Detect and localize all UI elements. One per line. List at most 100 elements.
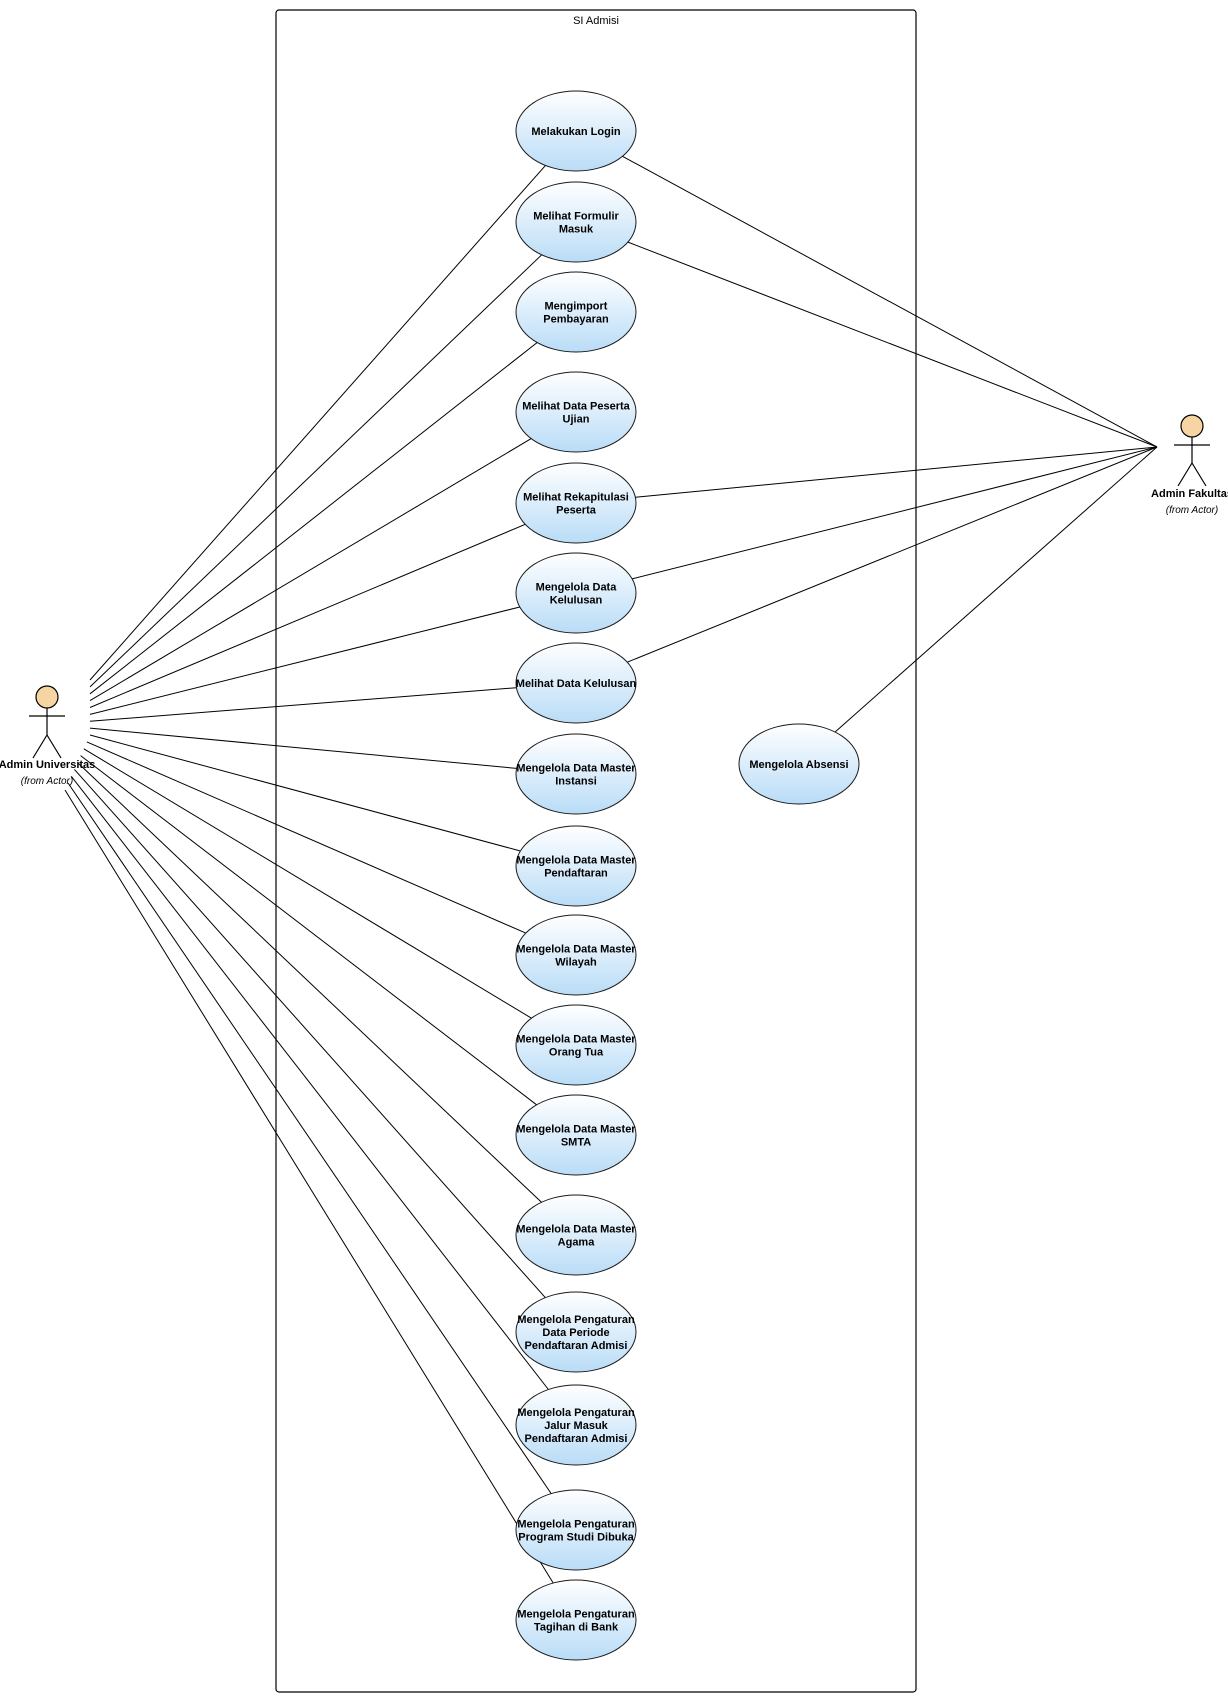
association-lines (64, 155, 1158, 1584)
association-universitas-uc-formulir (89, 254, 543, 688)
use-case-label: Program Studi Dibuka (518, 1532, 634, 1544)
use-case-ellipse (515, 90, 637, 172)
use-case-ellipse (515, 825, 637, 907)
use-case-label: Mengelola Data Master (516, 944, 636, 956)
association-fakultas-uc-login (622, 155, 1158, 448)
association-universitas-uc-rekap (89, 523, 526, 708)
actor-admin-universitas[interactable]: Admin Universitas (from Actor) (0, 685, 95, 787)
use-case-ellipse (515, 1489, 637, 1571)
use-case-label: Mengelola Data Master (516, 763, 636, 775)
use-case-ellipse (515, 1579, 637, 1661)
actor-left-leg (32, 734, 48, 759)
association-universitas-uc-pendaftaran (89, 734, 521, 852)
association-universitas-uc-smta (80, 755, 537, 1106)
association-fakultas-uc-lihat-lulus (627, 446, 1158, 663)
use-case-label: Kelulusan (550, 595, 603, 607)
use-case-label: Instansi (555, 776, 597, 788)
association-universitas-uc-kelola-lulus (89, 606, 520, 715)
association-universitas-uc-wilayah (86, 741, 526, 934)
use-case-absensi[interactable]: Mengelola Absensi (738, 723, 860, 805)
use-case-label: Melihat Data Kelulusan (516, 678, 637, 690)
use-case-ellipse (515, 1384, 637, 1466)
use-case-label: Pendaftaran Admisi (525, 1340, 628, 1352)
use-case-label: Agama (558, 1237, 596, 1249)
use-case-label: Pembayaran (543, 314, 609, 326)
use-case-label: Tagihan di Bank (534, 1622, 619, 1634)
use-case-ellipse (515, 1194, 637, 1276)
association-universitas-uc-import (89, 342, 538, 695)
association-universitas-uc-agama (77, 762, 542, 1203)
use-case-label: SMTA (561, 1137, 591, 1149)
use-case-ellipse (515, 181, 637, 263)
use-case-ellipse (738, 723, 860, 805)
association-universitas-uc-periode (74, 769, 546, 1298)
use-case-label: Peserta (556, 505, 597, 517)
use-case-label: Mengelola Pengaturan (517, 1519, 635, 1531)
actor-head-icon (1180, 414, 1204, 438)
use-case-label: Mengelola Pengaturan (517, 1314, 635, 1326)
actor-right-leg (1191, 462, 1207, 487)
association-universitas-uc-peserta (89, 438, 532, 702)
actor-right-leg (46, 734, 62, 759)
actor-admin-fakultas[interactable]: Admin Fakultas (from Actor) (1151, 414, 1228, 516)
use-case-label: Mengelola Data Master (516, 855, 636, 867)
use-case-label: Jalur Masuk (544, 1420, 608, 1432)
use-case-ellipse (515, 1291, 637, 1373)
use-case-label: Melihat Rekapitulasi (523, 492, 629, 504)
use-case-ellipse (515, 1094, 637, 1176)
use-case-label: Melihat Formulir (533, 211, 619, 223)
actor-left-leg (1177, 462, 1193, 487)
association-universitas-uc-prodi (67, 782, 552, 1494)
association-fakultas-uc-absensi (834, 446, 1158, 733)
use-case-label: Melakukan Login (531, 126, 621, 138)
association-universitas-uc-jalur (70, 775, 549, 1390)
use-case-label: Orang Tua (549, 1047, 604, 1059)
use-case-label: Mengelola Data Master (516, 1124, 636, 1136)
use-case-label: Mengelola Pengaturan (517, 1407, 635, 1419)
use-case-ellipse (515, 271, 637, 353)
association-fakultas-uc-kelola-lulus (631, 446, 1158, 580)
association-universitas-uc-instansi (89, 727, 517, 769)
actor-name: Admin Universitas (0, 759, 95, 771)
use-case-ellipse (515, 1004, 637, 1086)
association-fakultas-uc-formulir (627, 241, 1158, 448)
association-universitas-uc-orangtua (83, 748, 532, 1019)
use-case-label: Ujian (563, 414, 590, 426)
use-case-lihat-lulus[interactable]: Melihat Data Kelulusan (515, 642, 637, 724)
use-case-ellipse (515, 914, 637, 996)
use-case-login[interactable]: Melakukan Login (515, 90, 637, 172)
use-case-ellipse (515, 462, 637, 544)
use-case-label: Mengelola Data (536, 582, 618, 594)
use-case-label: Masuk (559, 224, 594, 236)
use-case-label: Mengimport (545, 301, 608, 313)
association-fakultas-uc-rekap (635, 446, 1158, 498)
use-case-label: Mengelola Pengaturan (517, 1609, 635, 1621)
system-boundary: SI Admisi (275, 9, 917, 1693)
use-case-label: Pendaftaran (544, 868, 608, 880)
association-universitas-uc-lihat-lulus (89, 687, 517, 722)
use-case-label: Wilayah (555, 957, 597, 969)
use-case-label: Mengelola Absensi (749, 759, 848, 771)
use-case-ellipse (515, 642, 637, 724)
use-case-label: Pendaftaran Admisi (525, 1433, 628, 1445)
use-case-ellipse (515, 733, 637, 815)
actor-name: Admin Fakultas (1151, 488, 1228, 500)
association-universitas-uc-tagihan (64, 789, 554, 1584)
